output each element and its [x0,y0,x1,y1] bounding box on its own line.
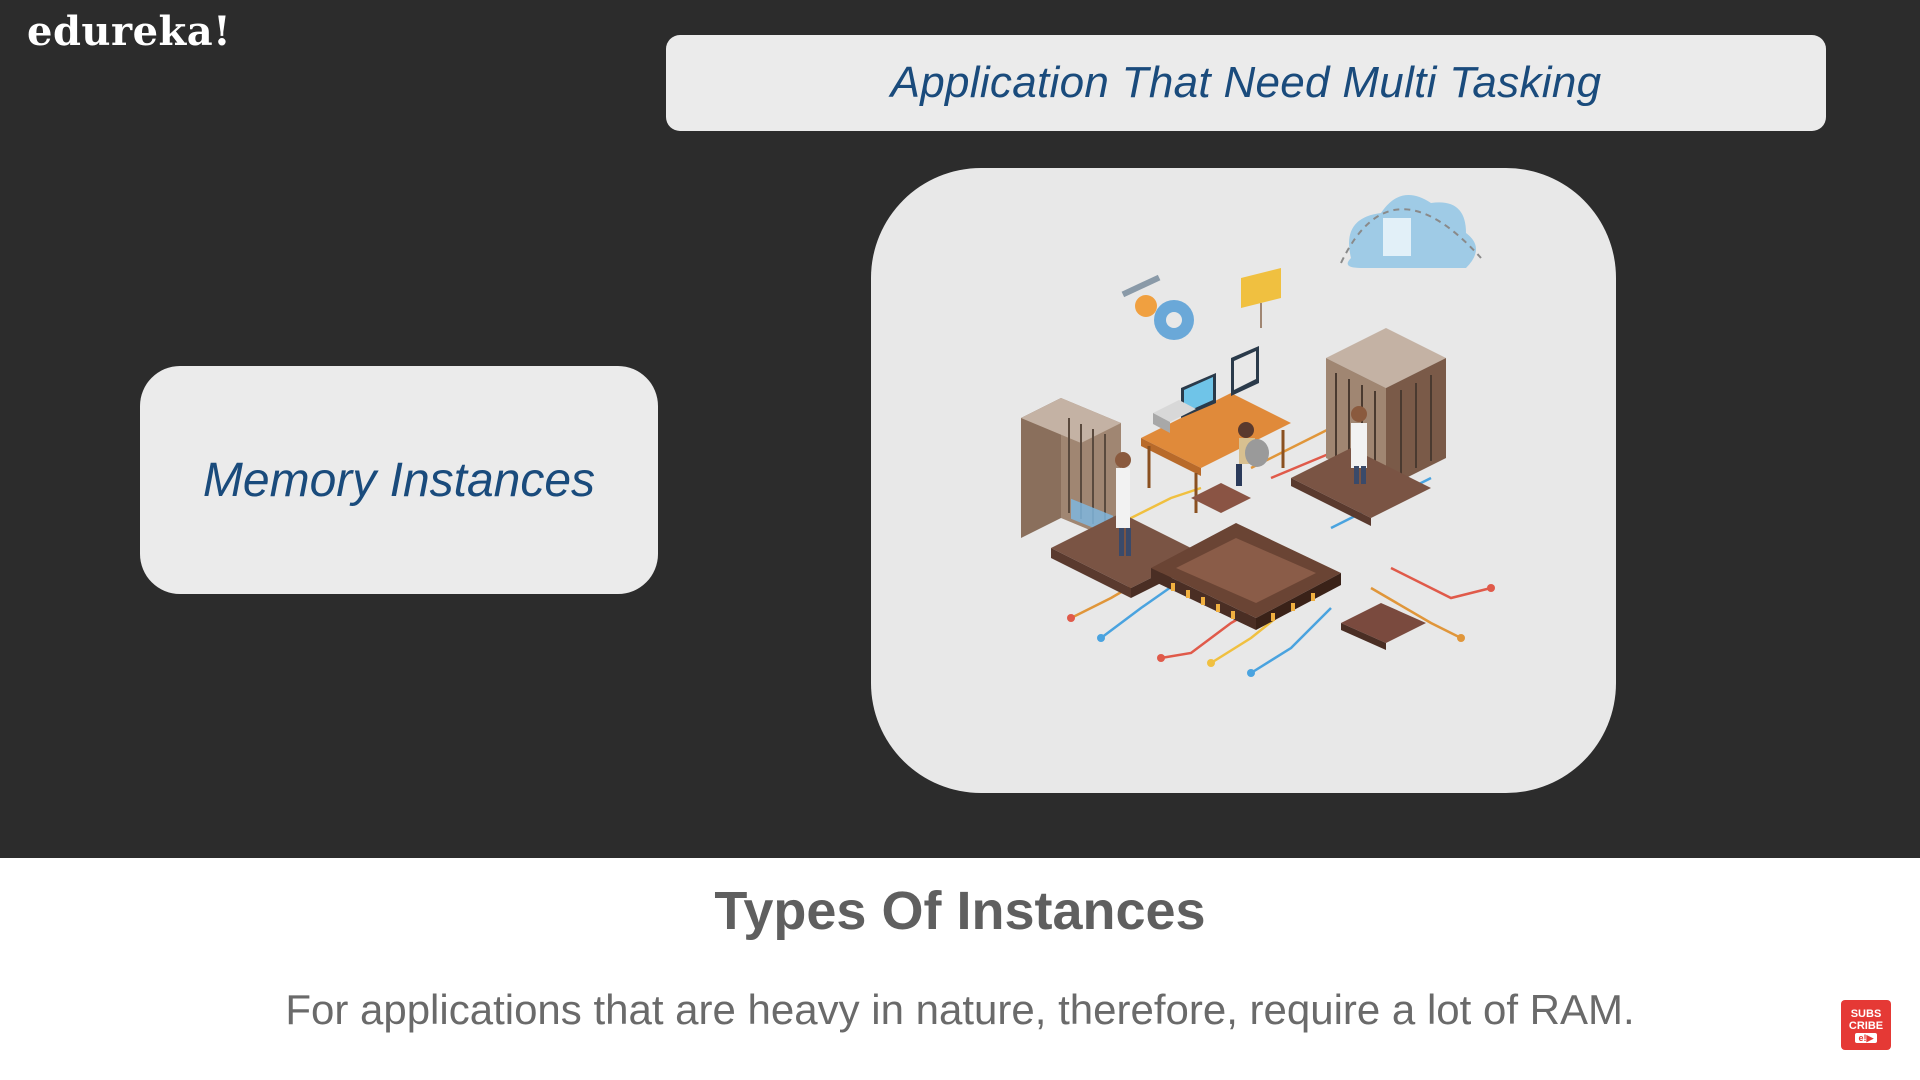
illustration-panel [871,168,1616,793]
memory-instances-box: Memory Instances [140,366,658,594]
subscribe-line-2: CRIBE [1848,1019,1884,1032]
top-title: Application That Need Multi Tasking [890,58,1602,107]
data-center-illustration-icon [1021,195,1495,677]
top-title-bar: Application That Need Multi Tasking [666,35,1826,131]
slide-heading: Types Of Instances [714,881,1206,941]
right-engineer-figure [1351,406,1367,484]
edureka-logo: edureka! [27,8,232,55]
play-icon: e!▶ [1854,1032,1878,1043]
micro-chip [1151,523,1341,630]
slide-stage: edureka! Application That Need Multi Tas… [0,0,1920,858]
subscribe-line-1: SUBS [1850,1007,1882,1020]
gear-wrench-icon [1121,274,1194,340]
workstation-desk [1141,346,1291,513]
memory-instances-label: Memory Instances [202,453,596,507]
small-chip [1191,483,1251,513]
cloud-storage-icon [1340,195,1482,268]
seated-engineer-figure [1236,422,1269,486]
subscribe-button[interactable]: SUBS CRIBE e!▶ [1841,1000,1891,1050]
left-engineer-figure [1115,452,1131,556]
bottom-chip [1341,603,1426,650]
caption-area: Types Of Instances For applications that… [0,858,1920,1080]
repair-sign-icon [1241,268,1281,328]
slide-description: For applications that are heavy in natur… [285,986,1635,1033]
